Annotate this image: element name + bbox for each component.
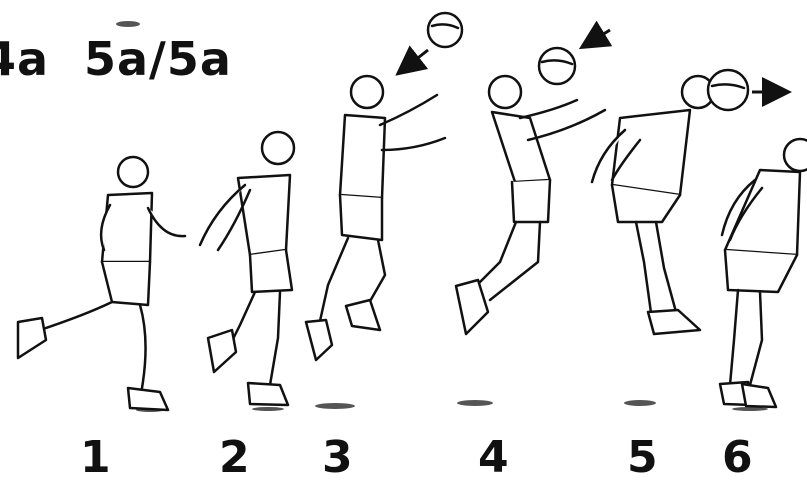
player-step-3 (306, 76, 445, 360)
arrow-icon (400, 50, 428, 72)
step-number-4: 4 (478, 436, 509, 480)
step-number-5: 5 (627, 436, 658, 480)
step-number-2: 2 (219, 436, 250, 480)
arrow-icon (584, 30, 610, 46)
player-step-5 (592, 76, 714, 334)
step-number-6: 6 (722, 436, 753, 480)
player-step-1 (18, 157, 185, 410)
player-step-2 (200, 132, 294, 405)
step-number-1: 1 (80, 436, 111, 480)
step-number-3: 3 (322, 436, 353, 480)
ball-icon (539, 48, 575, 84)
player-step-6 (720, 139, 807, 407)
ball-icon (708, 70, 748, 110)
label-4a: 4a (0, 36, 49, 82)
label-5a-5a: 5a/5a (84, 36, 232, 82)
ball-icon (428, 13, 462, 47)
player-step-4 (456, 76, 605, 334)
